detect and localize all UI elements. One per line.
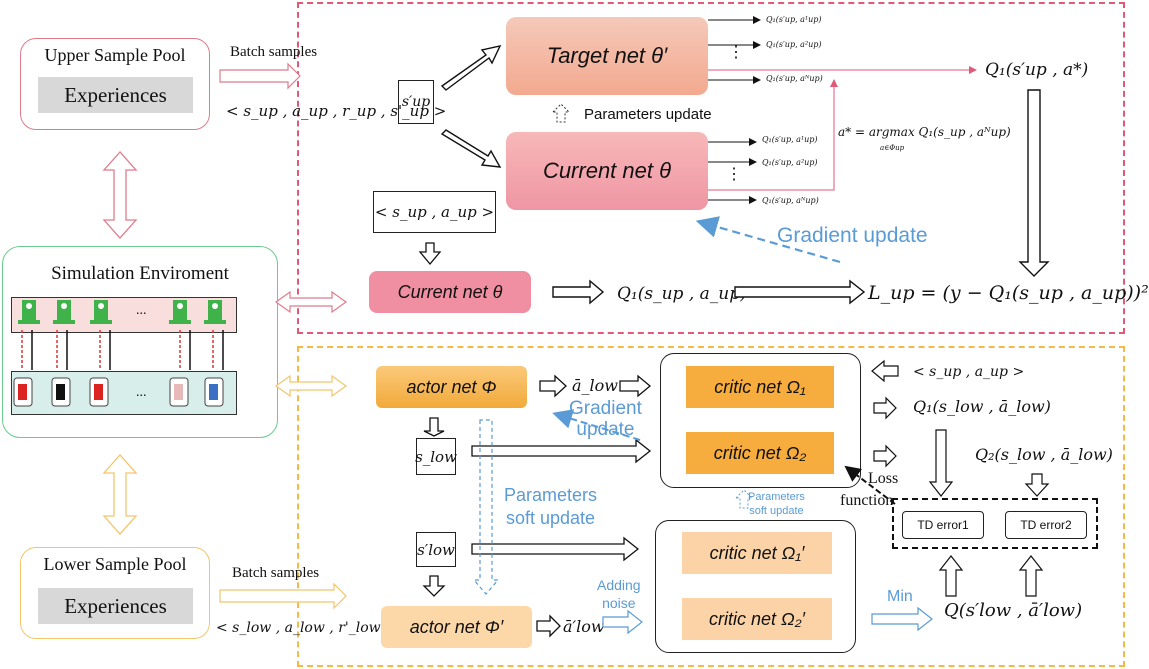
a-low-prime: ā′low	[563, 617, 605, 636]
q-target-output-3: Q₁(s′up, aᴺup)	[766, 74, 823, 83]
critic-net-1: critic net Ω₁	[686, 366, 834, 408]
q-target-max: Q₁(s′up , a*)	[985, 60, 1089, 80]
upper-pool-experiences: Experiences	[38, 77, 193, 113]
sim-top-row	[11, 297, 237, 333]
td-group	[892, 498, 1098, 549]
upper-batch-label: Batch samples	[230, 44, 318, 60]
upper-sample-pool: Upper Sample Pool Experiences	[20, 38, 210, 130]
simulation-icons	[13, 300, 226, 407]
q-current-vdots: ⋮	[726, 166, 742, 183]
lower-batch-arrow	[219, 582, 347, 610]
lower-q2: Q₂(s_low , ā_low)	[975, 445, 1113, 464]
current-net: Current net θ	[506, 132, 708, 210]
upper-pool-title: Upper Sample Pool	[44, 45, 186, 65]
target-net: Target net θ′	[506, 17, 708, 95]
env-lower-link	[274, 374, 348, 398]
loss-upper: L_up = (y − Q₁(s_up , a_up))²	[868, 282, 1149, 304]
argmax-subscript: a∈Φup	[880, 144, 905, 152]
vehicle-icons	[13, 377, 224, 407]
to-current-arrow	[440, 129, 502, 168]
params-update-icon	[551, 103, 571, 123]
env-upper-link	[274, 290, 348, 314]
charger-icon	[53, 300, 75, 324]
lower-s-a-up: < s_up , a_up >	[913, 364, 1025, 380]
q-current-value: Q₁(s_up , a_up)	[617, 284, 747, 304]
simulation-environment: Simulation Enviroment ... ...	[2, 246, 278, 438]
charger-icon	[204, 300, 226, 324]
sim-dots-bottom: ...	[136, 385, 147, 400]
charger-icons	[18, 300, 226, 324]
q-target-output-1: Q₁(s′up, a¹up)	[766, 15, 822, 24]
lower-sample-pool: Lower Sample Pool Experiences	[20, 547, 210, 639]
params-update-label: Parameters update	[584, 106, 712, 123]
sim-bottom-row	[11, 371, 237, 415]
lower-batch-label: Batch samples	[232, 565, 320, 581]
critic-group	[660, 353, 861, 488]
q-target-vdots: ⋮	[728, 44, 744, 61]
actor-net-target: actor net Φ′	[381, 606, 532, 648]
lower-region	[297, 346, 1125, 667]
q-current-output-3: Q₁(s′up, aᴺup)	[762, 196, 819, 205]
sim-title: Simulation Enviroment	[51, 263, 229, 284]
gradient-update-label: Gradient update	[777, 224, 928, 247]
q-current-output-1: Q₁(s′up, a¹up)	[762, 135, 818, 144]
upper-region	[297, 2, 1125, 334]
upper-tuple: < s_up , a_up , r_up , s'_up >	[226, 102, 447, 120]
critic-net-1-target: critic net Ω₁′	[682, 532, 832, 574]
lower-pool-title: Lower Sample Pool	[43, 554, 187, 574]
connectors	[102, 16, 1050, 638]
s-up-prime-box: s′up	[398, 80, 434, 124]
lower-q1: Q₁(s_low , ā_low)	[913, 397, 1051, 416]
charger-icon	[18, 300, 40, 324]
td-error-2: TD error2	[1005, 511, 1087, 539]
s-a-up-box: < s_up , a_up >	[373, 191, 496, 233]
charger-icon	[90, 300, 112, 324]
s-low-prime-box: s′low	[416, 532, 456, 567]
critic-net-2-target: critic net Ω₂′	[682, 598, 832, 640]
lower-pool-experiences: Experiences	[38, 588, 193, 624]
critic-net-2: critic net Ω₂	[686, 432, 834, 474]
q-target-output-2: Q₁(s′up, a²up)	[766, 40, 822, 49]
q-current-output-2: Q₁(s′up, a²up)	[762, 158, 818, 167]
charger-icon	[169, 300, 191, 324]
upper-env-arrow	[102, 151, 138, 239]
to-target-arrow	[440, 45, 502, 91]
critic-target-group	[655, 520, 856, 653]
upper-batch-arrow	[219, 62, 301, 90]
td-error-1: TD error1	[902, 511, 984, 539]
lower-env-arrow	[102, 454, 138, 535]
current-net-2: Current net θ	[369, 271, 531, 313]
argmax-formula: a* = argmax Q₁(s_up , aᴺup)	[838, 125, 1011, 139]
sim-dots-top: ...	[136, 303, 147, 318]
min-label: Min	[887, 588, 913, 605]
lower-q-target: Q(s′low , ā′low)	[944, 600, 1083, 621]
sim-links	[21, 330, 224, 370]
actor-net: actor net Φ	[376, 366, 527, 408]
s-low-box: s_low	[415, 438, 457, 475]
a-low: ā_low	[572, 376, 618, 395]
